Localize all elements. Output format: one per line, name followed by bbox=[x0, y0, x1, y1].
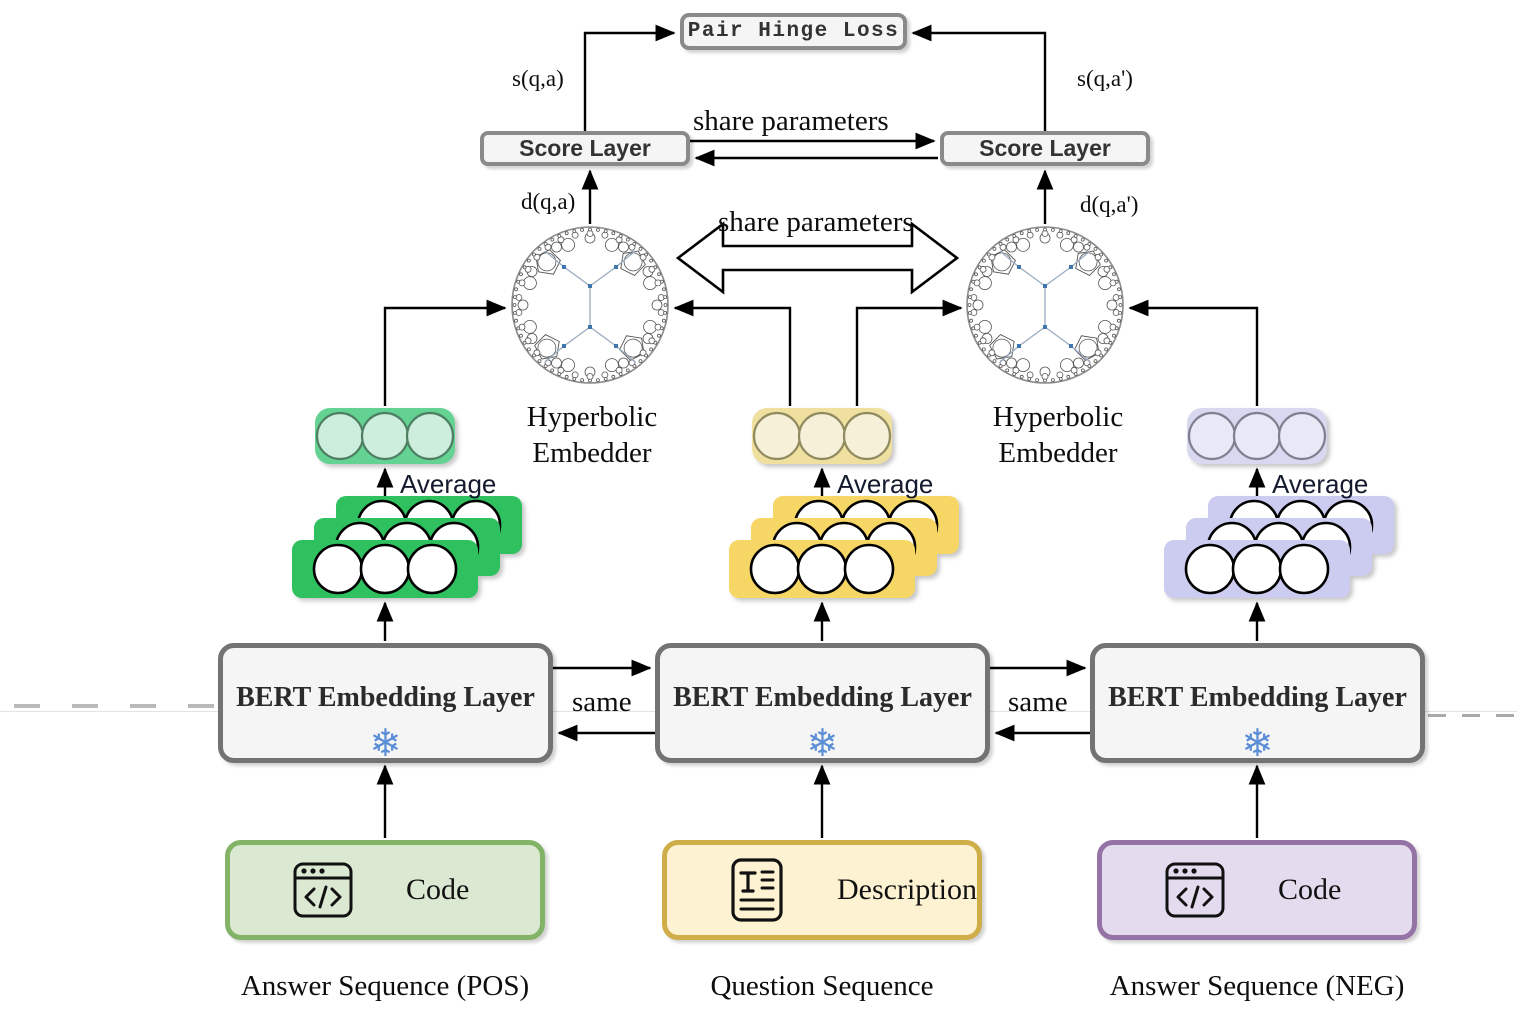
pair-hinge-loss-label: Pair Hinge Loss bbox=[687, 20, 900, 43]
question-input-box: Description bbox=[662, 840, 982, 940]
score-neg-label: s(q,a') bbox=[1077, 66, 1133, 91]
caption-answer-pos: Answer Sequence (POS) bbox=[240, 970, 530, 1002]
arrow-pos-avg-to-disk bbox=[383, 299, 507, 406]
same-label-right: same bbox=[1008, 686, 1068, 718]
bert-embedding-layer-label: BERT Embedding Layer bbox=[236, 682, 535, 713]
embedding-stack-neg bbox=[1164, 496, 1394, 598]
input-label: Description bbox=[837, 873, 977, 906]
input-label: Code bbox=[1278, 873, 1342, 906]
bert-embedding-layer-label: BERT Embedding Layer bbox=[673, 682, 972, 713]
average-label-neg: Average bbox=[1272, 469, 1369, 499]
averaged-embedding-neg bbox=[1187, 408, 1327, 464]
embedding-stack-question bbox=[729, 496, 959, 598]
answer-neg-input-box: Code bbox=[1097, 840, 1417, 940]
hyperbolic-embedder-label-right: Hyperbolic Embedder bbox=[992, 401, 1124, 469]
caption-question: Question Sequence bbox=[710, 970, 934, 1002]
arrow-score-right-to-loss bbox=[911, 24, 1047, 131]
hyperbolic-embedder-disk-right bbox=[966, 226, 1124, 384]
embedding-stack-pos bbox=[292, 496, 522, 598]
bert-embedding-layer-label: BERT Embedding Layer bbox=[1108, 682, 1407, 713]
hyperbolic-embedder-label-left: Hyperbolic Embedder bbox=[526, 401, 658, 469]
arrow-q-avg-to-disk-left bbox=[673, 299, 792, 406]
average-label-pos: Average bbox=[400, 469, 497, 499]
share-parameters-label-mid: share parameters bbox=[718, 206, 914, 238]
averaged-embedding-pos bbox=[315, 408, 455, 464]
score-layer-box-right: Score Layer bbox=[940, 131, 1150, 166]
arrow-q-avg-to-disk-right bbox=[855, 299, 963, 406]
score-layer-label: Score Layer bbox=[519, 135, 651, 161]
snowflake-icon: ❄ bbox=[806, 721, 839, 765]
input-label: Code bbox=[406, 873, 470, 906]
scan-artifact-dashes-left bbox=[14, 704, 324, 708]
share-parameters-label-top: share parameters bbox=[693, 105, 889, 137]
hyperbolic-embedder-disk-left bbox=[511, 226, 669, 384]
average-label-question: Average bbox=[837, 469, 934, 499]
document-text-icon bbox=[729, 857, 785, 923]
bert-embedding-layer-box-neg: BERT Embedding Layer ❄ bbox=[1090, 643, 1425, 763]
averaged-embedding-question bbox=[752, 408, 892, 464]
code-window-icon bbox=[292, 861, 354, 919]
same-label-left: same bbox=[572, 686, 632, 718]
score-layer-label: Score Layer bbox=[979, 135, 1111, 161]
snowflake-icon: ❄ bbox=[1241, 721, 1274, 765]
bert-embedding-layer-box-question: BERT Embedding Layer ❄ bbox=[655, 643, 990, 763]
scan-artifact-dashes-right bbox=[1428, 714, 1517, 717]
pair-hinge-loss-box: Pair Hinge Loss bbox=[680, 13, 907, 50]
bert-embedding-layer-box-pos: BERT Embedding Layer ❄ bbox=[218, 643, 553, 763]
snowflake-icon: ❄ bbox=[369, 721, 402, 765]
caption-answer-neg: Answer Sequence (NEG) bbox=[1109, 970, 1405, 1002]
code-window-icon bbox=[1164, 861, 1226, 919]
score-pos-label: s(q,a) bbox=[512, 66, 564, 91]
score-layer-box-left: Score Layer bbox=[480, 131, 690, 166]
answer-pos-input-box: Code bbox=[225, 840, 545, 940]
distance-pos-label: d(q,a) bbox=[521, 189, 576, 214]
arrow-score-left-to-loss bbox=[583, 24, 676, 131]
distance-neg-label: d(q,a') bbox=[1080, 192, 1139, 217]
arrow-neg-avg-to-disk bbox=[1128, 299, 1259, 406]
